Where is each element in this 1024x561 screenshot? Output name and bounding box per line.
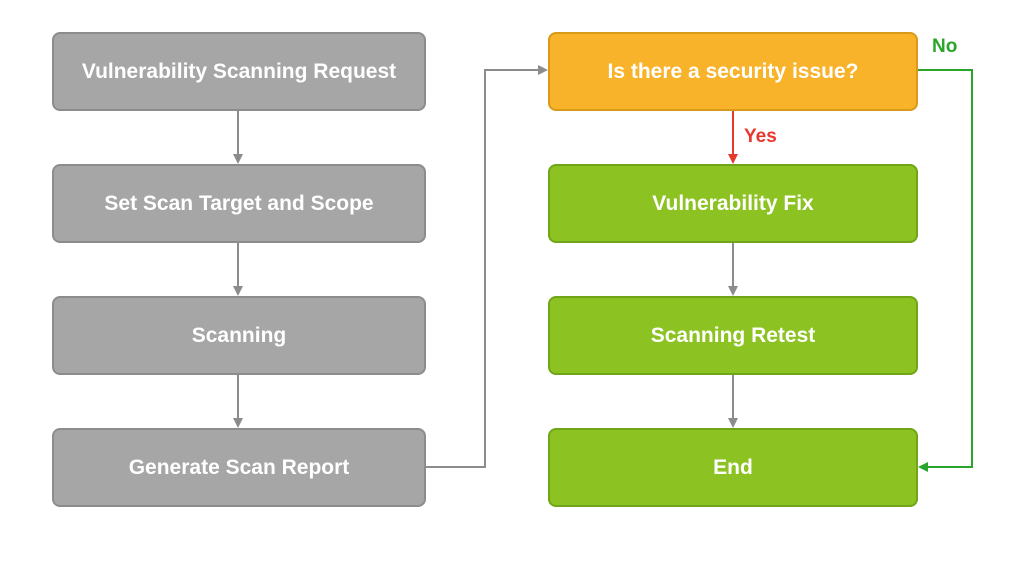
- end-node: End: [548, 428, 918, 507]
- yes-edge-label: Yes: [744, 126, 777, 147]
- node-label: Set Scan Target and Scope: [104, 191, 374, 215]
- vulnerability-fix-node: Vulnerability Fix: [548, 164, 918, 243]
- arrow-decision-no-to-end: [918, 69, 973, 472]
- node-label: Scanning: [191, 323, 287, 347]
- node-label: Is there a security issue?: [607, 59, 859, 83]
- node-label: Vulnerability Fix: [652, 191, 814, 215]
- scanning-retest-node: Scanning Retest: [548, 296, 918, 375]
- node-label: Scanning Retest: [650, 323, 816, 347]
- no-edge-label: No: [932, 36, 958, 57]
- node-label: Vulnerability Scanning Request: [81, 59, 397, 83]
- scanning-node: Scanning: [52, 296, 426, 375]
- arrow-report-to-decision: [426, 65, 548, 468]
- node-label: End: [713, 455, 753, 479]
- node-label: Generate Scan Report: [128, 455, 350, 479]
- generate-scan-report-node: Generate Scan Report: [52, 428, 426, 507]
- security-issue-decision-node: Is there a security issue?: [548, 32, 918, 111]
- vulnerability-scanning-request-node: Vulnerability Scanning Request: [52, 32, 426, 111]
- set-scan-target-node: Set Scan Target and Scope: [52, 164, 426, 243]
